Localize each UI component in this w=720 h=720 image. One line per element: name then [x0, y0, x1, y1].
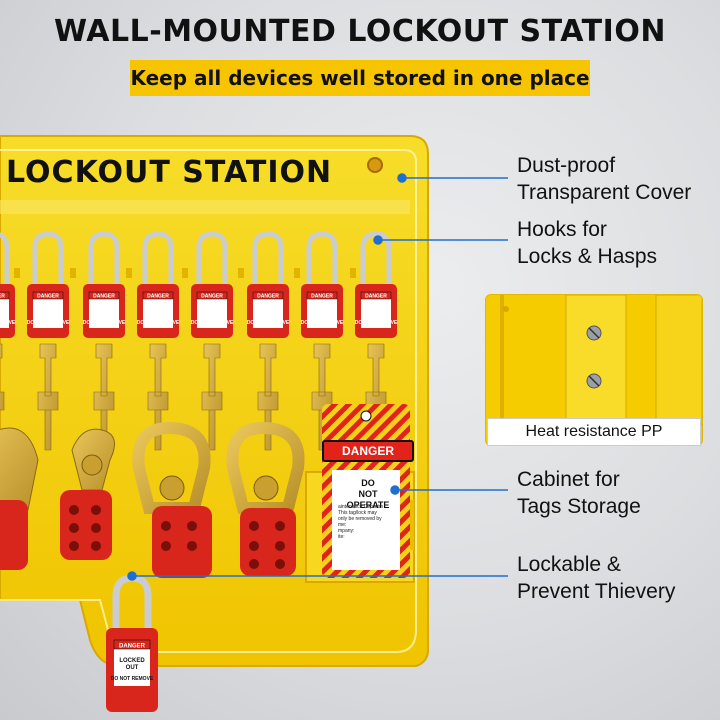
padlock-label: DO NOT REMOVE [191, 320, 234, 326]
subtitle-banner: Keep all devices well stored in one plac… [130, 60, 590, 96]
padlock-label: OUT [126, 665, 139, 671]
tag-fine-line: ite: [338, 534, 345, 540]
padlock-label: DANGER [0, 294, 5, 300]
tag-line-3: OPERATE [346, 500, 390, 510]
tag-do-not-operate: DO NOT OPERATE [340, 478, 396, 511]
padlock-label: LOCKED [201, 306, 223, 312]
tag-fine-line: aintenance Departm [338, 504, 384, 510]
padlock-label: DANGER [93, 294, 115, 300]
inset-caption: Heat resistance PP [487, 418, 701, 446]
padlock-label: LOCKED [93, 306, 115, 312]
callout-line: Transparent Cover [517, 181, 692, 204]
padlock-label: DANGER [147, 294, 169, 300]
padlock-label: OUT [43, 312, 54, 318]
padlock-label: OUT [371, 312, 382, 318]
callout-line: Lockable & [517, 553, 621, 576]
key-icon [0, 343, 5, 411]
tag-fine-line: only be removed by [338, 516, 382, 522]
padlock-label: OUT [263, 312, 274, 318]
padlock-label: DANGER [37, 294, 59, 300]
callout-line: Locks & Hasps [517, 245, 658, 268]
padlock-label: LOCKED [119, 658, 145, 664]
padlock-label: DO NOT REMOVE [137, 320, 180, 326]
tag-danger-label: DANGER [322, 440, 414, 462]
callout-cabinet: Cabinet for Tags Storage [517, 466, 641, 520]
page-title: WALL-MOUNTED LOCKOUT STATION [54, 14, 666, 49]
padlock-label: LOCKED [365, 306, 387, 312]
tag-fine-line: This tag/lock may [338, 510, 377, 516]
padlock-label: DANGER [257, 294, 279, 300]
padlock-label: DO NOT REMOVE [0, 320, 16, 326]
padlock-label: DANGER [201, 294, 223, 300]
padlock-label: DANGER [311, 294, 333, 300]
callout-line: Tags Storage [517, 495, 641, 518]
padlock-label: DANGER [119, 644, 146, 650]
lock-hole-icon [367, 157, 383, 173]
padlock-label: DO NOT REMOVE [301, 320, 344, 326]
tag-line-2: NOT [358, 489, 378, 499]
padlock-label: LOCKED [37, 306, 59, 312]
padlock-label: DO NOT REMOVE [247, 320, 290, 326]
padlock-label: LOCKED [0, 306, 5, 312]
padlock-label: OUT [207, 312, 218, 318]
padlock-label: OUT [317, 312, 328, 318]
tag-fine-line: me: [338, 522, 347, 528]
padlock-label: OUT [153, 312, 164, 318]
padlock-label: LOCKED [257, 306, 279, 312]
padlock-label: DO NOT REMOVE [111, 676, 154, 682]
padlock-label: DO NOT REMOVE [83, 320, 126, 326]
padlock-label: DO NOT REMOVE [355, 320, 398, 326]
key-icon [37, 343, 59, 451]
tag-fine-print: aintenance Departm This tag/lock may onl… [338, 504, 398, 540]
callout-hooks: Hooks for Locks & Hasps [517, 216, 657, 270]
padlock-label: OUT [99, 312, 110, 318]
tag-line-1: DO [361, 478, 375, 488]
station-label: LOCKOUT STATION [6, 155, 333, 190]
padlock-label: DANGER [365, 294, 387, 300]
padlock-label: LOCKED [147, 306, 169, 312]
padlock-label: DO NOT REMOVE [27, 320, 70, 326]
callout-line: Prevent Thievery [517, 580, 676, 603]
padlock-label: LOCKED [311, 306, 333, 312]
key-icon [201, 343, 223, 451]
hasp-group [0, 421, 305, 578]
callout-lockable: Lockable & Prevent Thievery [517, 551, 675, 605]
tag-fine-line: mpany: [338, 528, 355, 534]
callout-line: Dust-proof [517, 154, 616, 177]
callout-dust-proof: Dust-proof Transparent Cover [517, 152, 691, 206]
callout-line: Hooks for [517, 218, 607, 241]
callout-line: Cabinet for [517, 468, 620, 491]
